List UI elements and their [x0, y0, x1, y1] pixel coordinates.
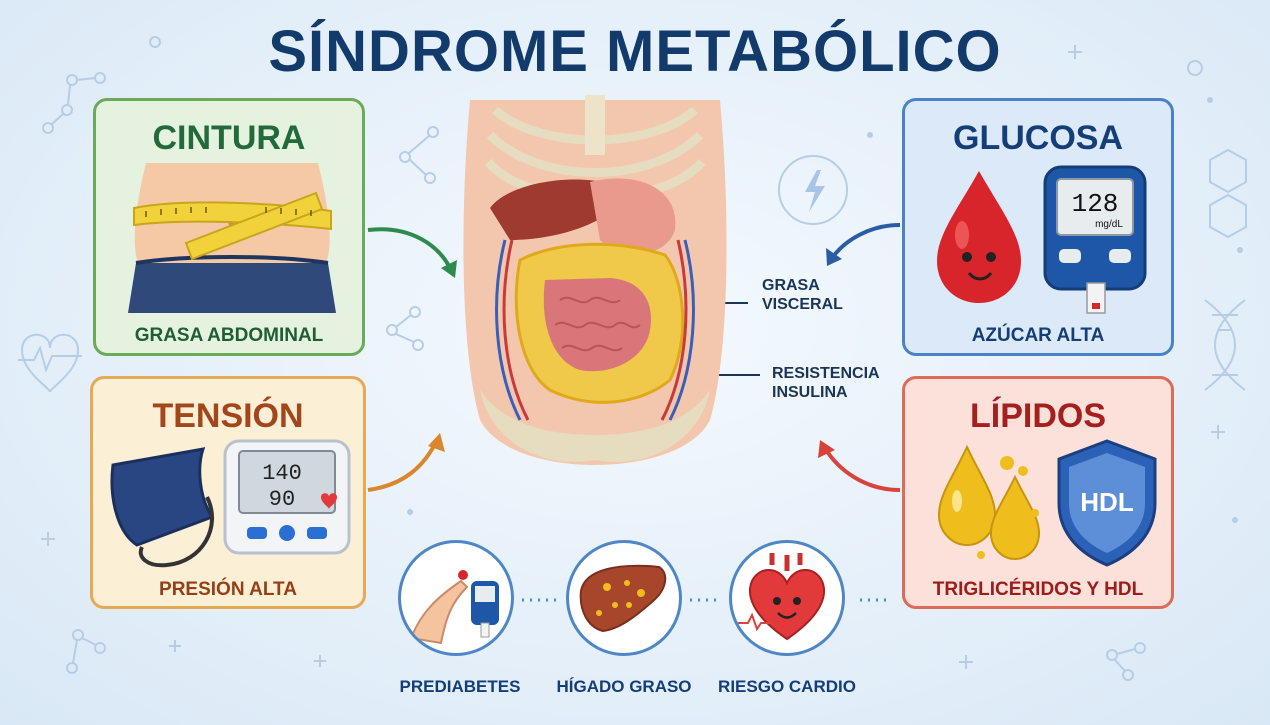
label-resistencia-line1: RESISTENCIA — [772, 365, 880, 382]
monitor-systolic: 140 — [262, 461, 302, 486]
card-cintura: CINTURA GRASA ABDOMINAL — [93, 98, 365, 356]
card-lipidos-caption: TRIGLICÉRIDOS Y HDL — [932, 579, 1144, 600]
card-cintura-caption: GRASA ABDOMINAL — [134, 325, 324, 346]
blood-drop-glucometer-icon: 128 mg/dL — [937, 165, 1147, 314]
card-glucosa: GLUCOSA 128 mg/dL AZÚCAR ALTA — [902, 98, 1174, 356]
abdomen-anatomy-illustration — [463, 95, 727, 465]
oil-drops-hdl-shield-icon: HDL — [937, 439, 1157, 567]
card-tension-title: TENSIÓN — [152, 397, 304, 435]
outcome-prediabetes-circle — [398, 540, 514, 656]
waist-tape-measure-icon — [128, 163, 336, 313]
card-glucosa-title: GLUCOSA — [953, 119, 1123, 157]
outcome-higado-circle — [566, 540, 682, 656]
label-grasa-visceral: GRASA VISCERAL — [762, 276, 843, 314]
card-cintura-title: CINTURA — [152, 119, 306, 157]
blood-pressure-monitor-icon: 140 90 — [110, 439, 351, 568]
monitor-diastolic: 90 — [269, 487, 295, 512]
meter-value: 128 — [1072, 189, 1119, 219]
shield-label: HDL — [1080, 487, 1134, 517]
card-lipidos: LÍPIDOS HDL TRIGLICÉRIDOS Y HDL — [902, 376, 1174, 609]
meter-unit: mg/dL — [1095, 219, 1123, 230]
card-tension-caption: PRESIÓN ALTA — [159, 579, 297, 600]
label-visceral-line1: GRASA — [762, 277, 820, 294]
outcome-cardio-circle — [729, 540, 845, 656]
outcome-prediabetes-label: PREDIABETES — [399, 677, 521, 696]
finger-prick-glucometer-icon — [409, 570, 499, 645]
card-lipidos-title: LÍPIDOS — [969, 397, 1107, 435]
fatty-liver-icon — [579, 564, 667, 633]
label-resistencia-line2: INSULINA — [772, 384, 848, 401]
label-visceral-line2: VISCERAL — [762, 296, 843, 313]
label-resistencia-insulina: RESISTENCIA INSULINA — [772, 364, 880, 402]
outcome-cardio-label: RIESGO CARDIO — [718, 677, 856, 696]
outcome-higado-label: HÍGADO GRASO — [556, 677, 692, 696]
card-glucosa-caption: AZÚCAR ALTA — [971, 325, 1105, 346]
card-tension: TENSIÓN 140 90 PRESIÓN ALTA — [90, 376, 366, 609]
page-title: SÍNDROME METABÓLICO — [268, 19, 1002, 84]
heart-icon — [734, 553, 826, 641]
